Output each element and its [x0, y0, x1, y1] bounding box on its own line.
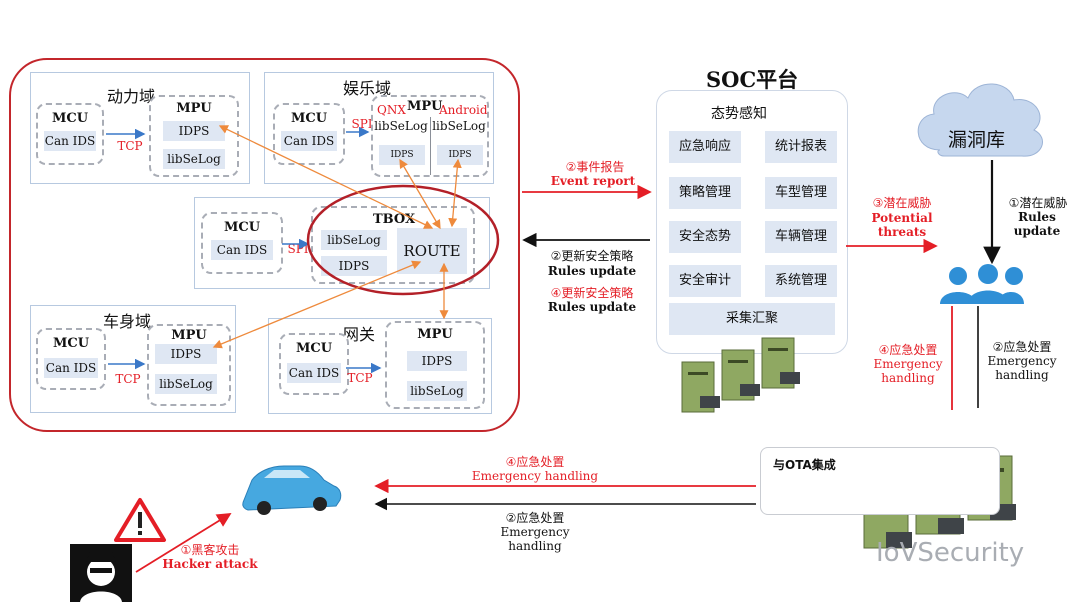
emerg-right-en1: Emergency [987, 354, 1057, 368]
power-mcu-label: MCU [51, 111, 89, 126]
body-domain-title: 车身域 [103, 312, 152, 331]
hacker-icon [70, 544, 132, 602]
body-mcu-canids: Can IDS [44, 358, 98, 378]
soc-item-collection: 采集汇聚 [669, 303, 835, 335]
vuln-rules-en: Rules update [1013, 210, 1061, 238]
emerg-right-cn: ②应急处置 [992, 340, 1052, 354]
hacker-en: Hacker attack [162, 557, 258, 571]
gateway-link-label: TCP [347, 371, 373, 385]
gateway-mcu-canids: Can IDS [287, 363, 341, 383]
tbox-libselog: libSeLog [321, 230, 387, 250]
power-domain-title: 动力域 [107, 87, 156, 106]
power-mcu-canids: Can IDS [44, 131, 96, 151]
gateway-mpu-idps: IDPS [407, 351, 467, 371]
ota-label: 与OTA集成 [773, 458, 836, 472]
ota-box: 与OTA集成 [760, 447, 1000, 515]
soc-title: SOC平台 [706, 67, 799, 92]
emerg-right-en2: handling [995, 368, 1049, 382]
power-domain: 动力域 MCU Can IDS TCP MPU IDPS libSeLog [30, 72, 250, 184]
watermark: IoVSecurity [876, 538, 1025, 568]
body-mpu-idps: IDPS [155, 344, 217, 364]
body-mpu-box: MPU IDPS libSeLog [147, 324, 231, 406]
rules-update2-cn: ④更新安全策略 [550, 286, 634, 300]
power-mpu-label: MPU [176, 101, 212, 116]
emerg-left-en2: handling [881, 371, 935, 385]
soc-item-security-posture: 安全态势 [669, 221, 741, 253]
body-mcu-label: MCU [52, 336, 90, 351]
body-mpu-libselog: libSeLog [155, 374, 217, 394]
body-domain: 车身域 MCU Can IDS TCP MPU IDPS libSeLog [30, 305, 236, 413]
vehicle-network-frame [9, 58, 520, 432]
route-to-android-arrow [448, 158, 462, 228]
soc-item-policy: 策略管理 [669, 177, 741, 209]
rules-update2-en: Rules update [547, 300, 637, 314]
gateway-mpu-libselog: libSeLog [407, 381, 467, 401]
soc-item-vehicle-mgmt: 车辆管理 [765, 221, 837, 253]
event-report-cn: ②事件报告 [565, 160, 625, 174]
body-mcu-box: MCU Can IDS [36, 328, 106, 390]
power-mcu-box: MCU Can IDS [36, 103, 104, 165]
soc-subtitle: 态势感知 [711, 106, 767, 122]
qnx-label: QNX [377, 103, 406, 117]
info-mpu-label: MPU [407, 99, 443, 114]
hacker-attack-arrow [135, 513, 232, 573]
route-to-body-arrow [212, 260, 422, 349]
android-libselog: libSeLog [432, 119, 486, 133]
soc-item-system-mgmt: 系统管理 [765, 265, 837, 297]
gateway-domain: 网关 MCU Can IDS TCP MPU IDPS libSeLog [268, 318, 492, 414]
soc-item-statistics: 统计报表 [765, 131, 837, 163]
android-label: Android [439, 103, 488, 117]
soc-item-emergency-response: 应急响应 [669, 131, 741, 163]
ota-black-en2: handling [508, 539, 562, 553]
soc-servers-icon [681, 337, 800, 413]
threat-en1: Potential [871, 211, 933, 225]
power-mpu-idps: IDPS [163, 121, 225, 141]
tbox-mcu-canids: Can IDS [211, 240, 273, 260]
tbox-route: ROUTE [397, 228, 467, 274]
vuln-rules-cn: ①潜在威胁 [1008, 196, 1068, 210]
body-link-label: TCP [115, 372, 141, 386]
car-icon [242, 465, 342, 515]
warning-icon [114, 498, 166, 542]
ota-red-en: Emergency handling [471, 469, 599, 483]
tbox-highlight-ellipse [306, 184, 500, 296]
cloud-icon [917, 83, 1043, 157]
threat-en2: threats [877, 225, 927, 239]
gateway-mpu-label: MPU [417, 327, 453, 342]
vuln-db-label: 漏洞库 [948, 129, 1006, 151]
ota-black-en1: Emergency [500, 525, 570, 539]
emerg-left-en1: Emergency [873, 357, 943, 371]
emerg-left-cn: ④应急处置 [878, 343, 938, 357]
info-mcu-label: MCU [290, 111, 328, 126]
ota-red-cn: ④应急处置 [505, 455, 565, 469]
soc-panel: 态势感知 应急响应 统计报表 策略管理 车型管理 安全态势 车辆管理 安全审计 … [656, 90, 848, 354]
power-link-label: TCP [117, 139, 143, 153]
rules-update-cn: ②更新安全策略 [550, 249, 634, 263]
route-to-power-arrow [218, 125, 434, 229]
power-mpu-libselog: libSeLog [163, 149, 225, 169]
security-team-icon [940, 264, 1024, 304]
soc-item-vehicle-model: 车型管理 [765, 177, 837, 209]
soc-item-audit: 安全审计 [669, 265, 741, 297]
ota-black-cn: ②应急处置 [505, 511, 565, 525]
threat-cn: ③潜在威胁 [872, 196, 932, 210]
route-to-qnx-arrow [399, 158, 441, 230]
infotainment-title: 娱乐域 [343, 79, 392, 98]
hacker-cn: ①黑客攻击 [180, 543, 240, 557]
body-mpu-label: MPU [171, 328, 207, 343]
gateway-mpu-box: MPU IDPS libSeLog [385, 321, 485, 409]
rules-update-en: Rules update [547, 264, 637, 278]
event-report-en: Event report [550, 174, 636, 188]
